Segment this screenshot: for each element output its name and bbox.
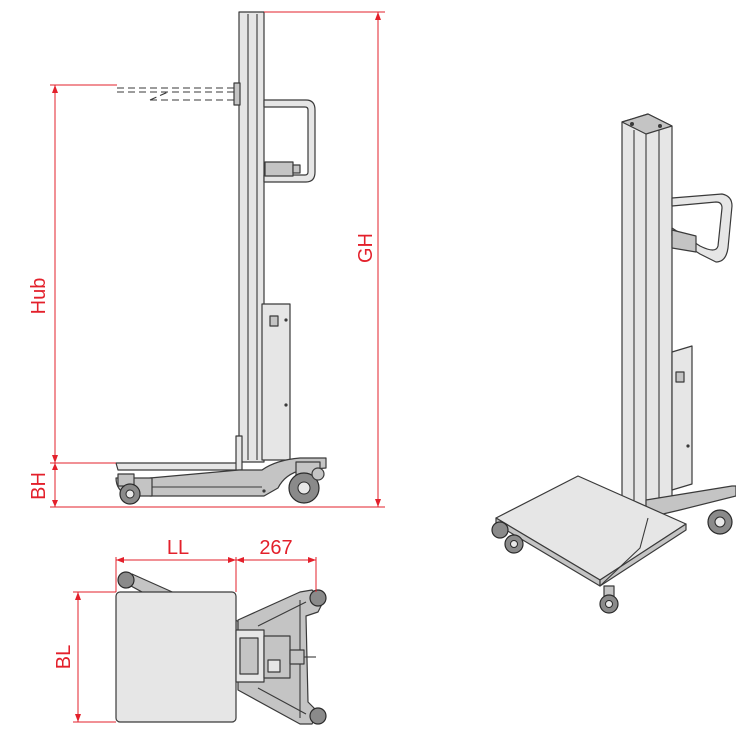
bh-label: BH xyxy=(28,472,50,500)
dimension-bl: BL xyxy=(53,591,116,723)
top-view: LL 267 BL xyxy=(53,537,327,725)
side-control-box xyxy=(261,303,291,461)
iso-wheel-front xyxy=(599,585,619,614)
side-view: Hub BH GH xyxy=(28,11,385,508)
dimension-ll: LL 267 xyxy=(115,537,317,592)
bl-label: BL xyxy=(53,645,75,669)
side-platform-top-dashed xyxy=(117,82,241,106)
side-wheel-rear xyxy=(117,473,141,505)
hub-label: Hub xyxy=(28,278,50,315)
iso-control-box xyxy=(671,345,693,491)
dimension-hub: Hub xyxy=(28,84,117,463)
ll-label: LL xyxy=(167,537,189,559)
side-base xyxy=(115,462,240,471)
dimension-gh: GH xyxy=(264,11,385,507)
iso-mast xyxy=(621,113,673,511)
iso-handle xyxy=(671,193,733,263)
isometric-view xyxy=(491,113,736,614)
side-wheel-front xyxy=(288,461,325,504)
dimension-bh: BH xyxy=(28,462,385,508)
side-handle-clamp xyxy=(264,161,294,177)
side-handle xyxy=(263,99,316,183)
offset-267-label: 267 xyxy=(259,537,292,559)
gh-label: GH xyxy=(355,233,377,263)
top-platform xyxy=(115,591,237,723)
side-mast xyxy=(238,11,265,463)
iso-wheel-left xyxy=(491,521,524,554)
